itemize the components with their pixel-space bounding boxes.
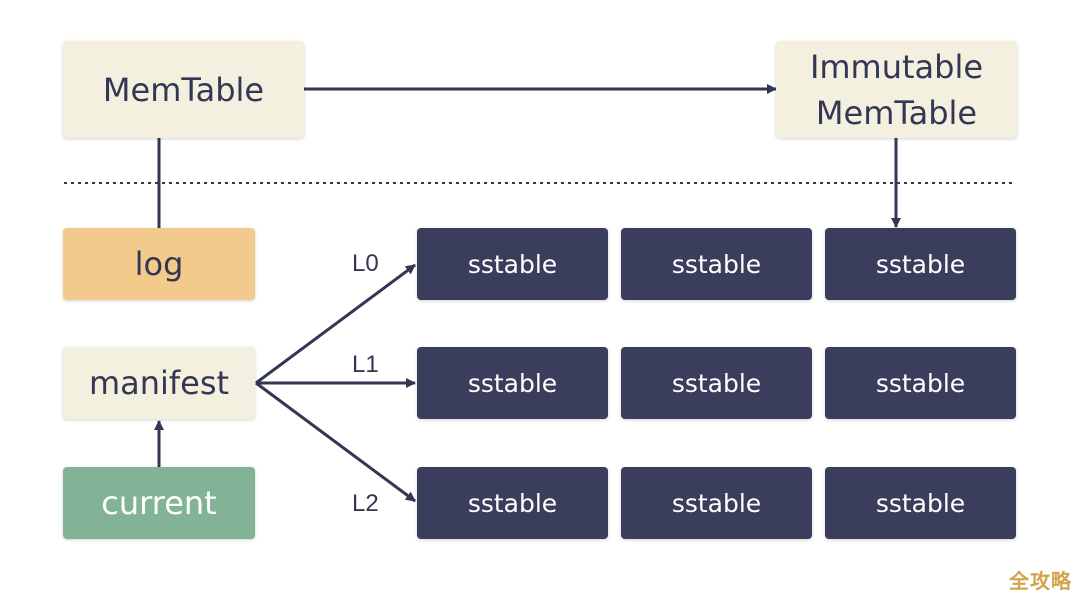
- sstable-label: sstable: [875, 488, 966, 518]
- sstable-l2-3: sstable: [825, 467, 1016, 539]
- log-node: log: [63, 228, 255, 300]
- edge-manifest-to-l0: [255, 263, 416, 385]
- sstable-l0-2: sstable: [621, 228, 812, 300]
- manifest-node: manifest: [63, 347, 255, 419]
- current-label: current: [101, 484, 217, 522]
- sstable-label: sstable: [467, 368, 558, 398]
- sstable-l2-2: sstable: [621, 467, 812, 539]
- level-label-l0: L0: [352, 250, 379, 277]
- sstable-l2-1: sstable: [417, 467, 608, 539]
- immutable-label-line1: Immutable: [809, 47, 984, 86]
- sstable-l0-1: sstable: [417, 228, 608, 300]
- level-label-l1: L1: [352, 351, 379, 378]
- sstable-label: sstable: [467, 249, 558, 279]
- memtable-node: MemTable: [63, 41, 304, 138]
- log-label: log: [134, 245, 184, 283]
- current-node: current: [63, 467, 255, 539]
- sstable-l1-3: sstable: [825, 347, 1016, 419]
- edge-manifest-to-l2: [255, 381, 416, 503]
- sstable-l0-3: sstable: [825, 228, 1016, 300]
- memtable-label: MemTable: [102, 70, 265, 109]
- watermark-text: 全攻略: [1009, 569, 1072, 593]
- sstable-label: sstable: [875, 249, 966, 279]
- immutable-label-line2: MemTable: [815, 93, 978, 132]
- manifest-label: manifest: [88, 364, 230, 402]
- immutable-memtable-node: Immutable MemTable: [776, 41, 1017, 138]
- sstable-label: sstable: [875, 368, 966, 398]
- sstable-l1-1: sstable: [417, 347, 608, 419]
- sstable-label: sstable: [671, 249, 762, 279]
- sstable-label: sstable: [671, 488, 762, 518]
- sstable-label: sstable: [671, 368, 762, 398]
- level-label-l2: L2: [352, 490, 379, 517]
- sstable-label: sstable: [467, 488, 558, 518]
- sstable-l1-2: sstable: [621, 347, 812, 419]
